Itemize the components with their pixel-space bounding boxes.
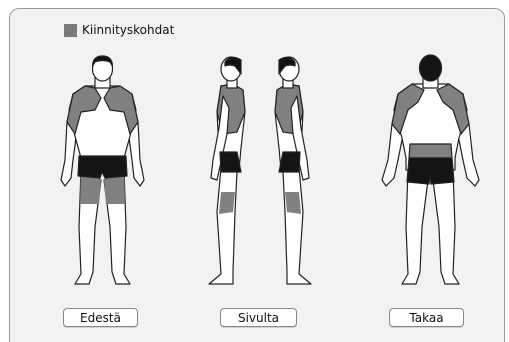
label-back: Takaa <box>389 308 464 327</box>
back-view-figure <box>378 52 483 292</box>
side-view-figure-right <box>262 52 317 292</box>
legend-label: Kiinnityskohdat <box>82 23 174 37</box>
side-view-figure-left <box>203 52 258 292</box>
label-side: Sivulta <box>220 308 297 327</box>
legend-swatch <box>64 24 77 37</box>
label-front: Edestä <box>63 308 138 327</box>
legend: Kiinnityskohdat <box>64 23 174 37</box>
front-view-figure <box>55 52 150 292</box>
